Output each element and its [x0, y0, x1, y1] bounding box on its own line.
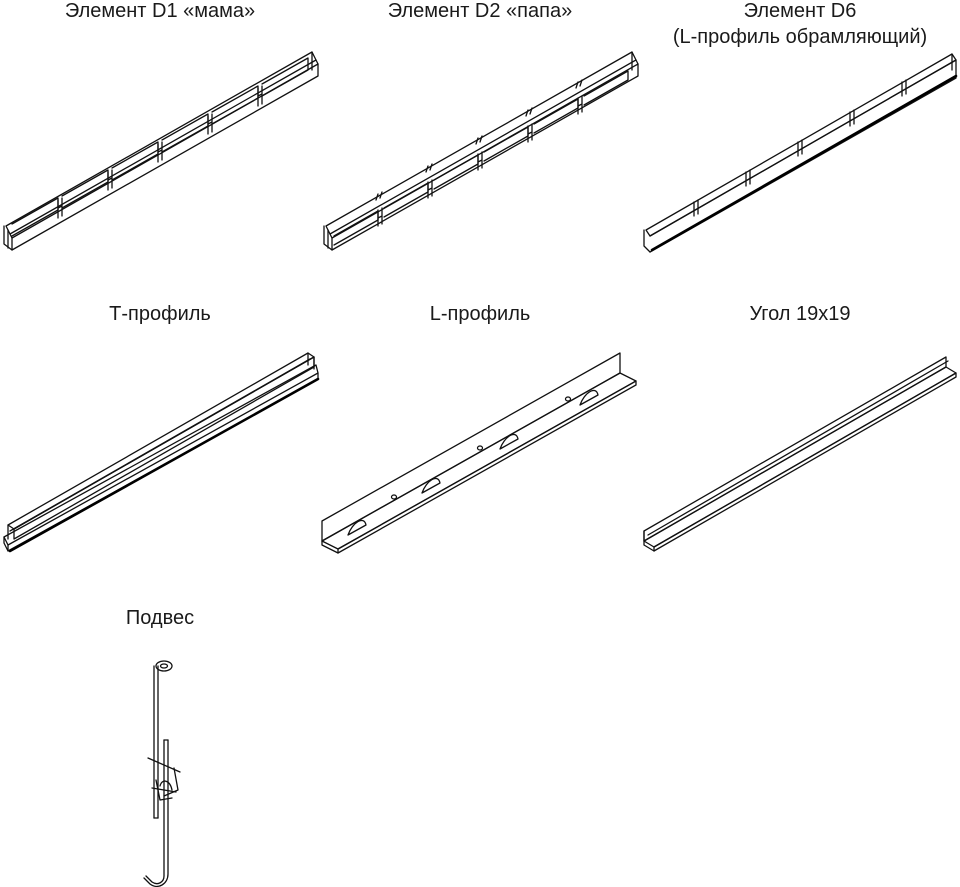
l-profile-drawing [320, 345, 640, 565]
hanger-drawing [100, 650, 220, 887]
label-t-profile: Т-профиль [109, 303, 211, 325]
label-l-profile: L-профиль [429, 303, 531, 325]
element-d1-drawing [0, 40, 320, 260]
label-d1: Элемент D1 «мама» [64, 0, 256, 22]
t-profile-drawing [0, 345, 320, 565]
label-d6-subtitle: (L-профиль обрамляющий) [672, 26, 928, 48]
angle-19x19-drawing [640, 345, 960, 565]
label-d2: Элемент D2 «папа» [387, 0, 573, 22]
element-d2-drawing [320, 40, 640, 260]
label-d6: Элемент D6 [743, 0, 857, 22]
label-angle-19x19: Угол 19x19 [749, 303, 851, 325]
element-d6-drawing [640, 40, 960, 260]
label-hanger: Подвес [125, 607, 195, 629]
